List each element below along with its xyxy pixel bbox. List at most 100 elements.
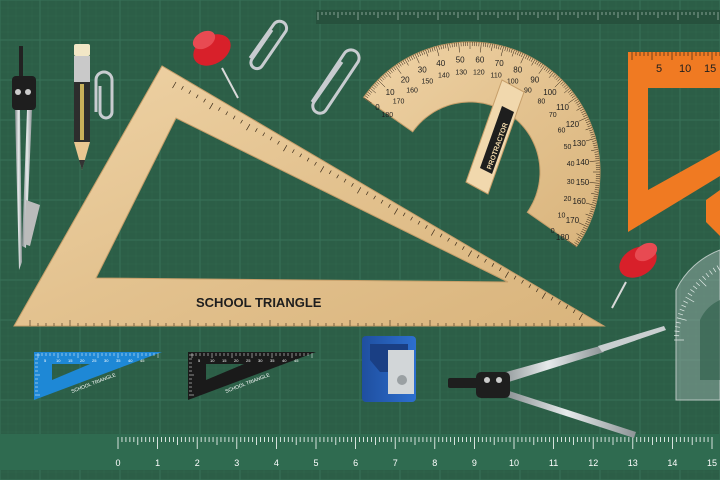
protractor-tick	[395, 65, 402, 74]
protractor-tick	[508, 48, 511, 53]
protractor-tick	[569, 91, 573, 95]
protractor-tick	[384, 73, 388, 78]
protractor-tick	[500, 46, 504, 57]
drawing-compass-right	[448, 326, 666, 438]
protractor-tick	[364, 95, 369, 99]
protractor-tick	[371, 86, 376, 90]
protractor-tick	[576, 102, 581, 106]
protractor-tick	[444, 44, 447, 49]
triangle-tick	[328, 170, 332, 175]
top-ruler	[316, 10, 720, 24]
triangle-tick	[425, 225, 428, 229]
orange-set-square: 5 10 15	[628, 52, 720, 236]
protractor-tick	[554, 79, 563, 88]
protractor-tick	[379, 78, 383, 82]
protractor-tick	[576, 238, 581, 242]
protractor-tick	[590, 208, 595, 211]
protractor-tick	[404, 59, 409, 66]
protractor-tick	[410, 56, 414, 60]
small-triangle-number: 40	[128, 358, 133, 363]
protractor-tick	[520, 54, 526, 64]
protractor-tick	[568, 240, 577, 247]
protractor-outer-number: 150	[576, 178, 590, 187]
protractor-inner-number: 120	[473, 69, 485, 76]
triangle-tick	[255, 128, 258, 132]
triangle-tick	[195, 94, 199, 99]
triangle-tick	[476, 254, 480, 259]
paperclip-2	[248, 19, 289, 71]
small-triangle-number: 5	[44, 358, 47, 363]
protractor-tick	[594, 191, 599, 193]
protractor-tick	[382, 75, 386, 79]
paperclip-3	[310, 48, 361, 115]
protractor-tick	[582, 228, 586, 232]
protractor-inner-number: 130	[455, 69, 467, 76]
protractor-tick	[567, 89, 572, 93]
protractor-tick	[526, 56, 530, 60]
protractor-tick	[538, 62, 542, 67]
protractor-outer-number: 0	[375, 103, 380, 112]
triangle-tick	[365, 191, 369, 196]
protractor-tick	[433, 46, 436, 51]
protractor-tick	[412, 55, 415, 59]
protractor-tick	[406, 58, 410, 62]
protractor-inner-number: 20	[564, 196, 572, 203]
protractor-tick	[555, 76, 559, 81]
triangle-tick	[528, 284, 532, 288]
protractor-tick	[591, 149, 599, 151]
protractor-tick	[400, 61, 404, 66]
protractor-tick	[583, 114, 587, 117]
triangle-tick	[393, 208, 399, 215]
protractor-tick	[427, 49, 430, 53]
protractor-outer-number: 130	[572, 139, 586, 148]
protractor-inner-number: 170	[393, 99, 405, 106]
protractor-tick	[589, 210, 594, 213]
small-triangle-number: 15	[222, 358, 227, 363]
triangle-tick	[232, 115, 236, 120]
grey-protractor-tick	[675, 326, 681, 328]
protractor-inner-number: 80	[538, 99, 546, 106]
grey-protractor-tick	[702, 275, 707, 281]
protractor-tick	[368, 89, 373, 93]
protractor-tick	[575, 240, 580, 244]
protractor-tick	[585, 223, 589, 226]
small-triangle-number: 20	[234, 358, 239, 363]
protractor-tick	[591, 193, 599, 195]
push-pin-2	[611, 242, 658, 309]
grey-protractor-tick	[681, 304, 687, 308]
protractor-tick	[511, 49, 515, 57]
protractor-tick	[545, 68, 549, 72]
triangle-tick	[343, 178, 347, 183]
protractor-tick	[429, 48, 432, 53]
protractor-tick	[504, 46, 507, 51]
protractor-tick	[487, 43, 489, 48]
protractor-inner-number: 10	[558, 213, 566, 220]
protractor-tick	[536, 61, 540, 66]
pencil-sharpener	[362, 336, 416, 402]
protractor-tick	[489, 43, 491, 48]
protractor-tick	[552, 73, 556, 78]
protractor-tick	[421, 51, 424, 56]
small-triangle-number: 45	[294, 358, 299, 363]
protractor-tick	[491, 43, 493, 51]
protractor-inner-number: 110	[491, 72, 502, 79]
triangle-tick	[388, 204, 391, 208]
bottom-ruler-number: 5	[313, 458, 318, 468]
drawing-compass-left	[12, 46, 40, 270]
protractor-center-bar: PROTRACTOR	[465, 79, 525, 195]
triangle-tick	[209, 102, 214, 110]
triangle-tick	[513, 275, 517, 280]
protractor-tick	[592, 200, 597, 202]
grey-protractor-tick	[678, 313, 684, 316]
protractor-tick	[391, 68, 395, 72]
protractor-tick	[568, 97, 577, 104]
triangle-tick	[246, 123, 251, 131]
bottom-ruler-number: 2	[195, 458, 200, 468]
protractor-outer-number: 110	[556, 103, 569, 112]
protractor-tick	[574, 242, 578, 245]
triangle-tick	[203, 98, 206, 103]
grey-protractor-tick	[679, 308, 685, 312]
protractor-tick	[593, 195, 598, 198]
protractor-tick	[402, 60, 406, 65]
protractor-tick	[370, 88, 376, 94]
